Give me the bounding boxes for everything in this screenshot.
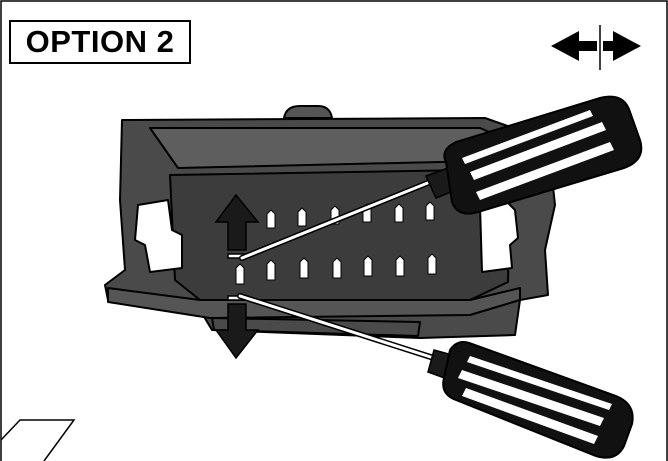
option-label: OPTION 2 <box>9 20 191 64</box>
vertical-double-arrow-icon <box>214 193 260 360</box>
horizontal-double-arrow-icon <box>551 25 641 70</box>
panel-corner <box>0 419 76 461</box>
screwdriver-icon <box>237 293 634 459</box>
screwdriver-icon <box>239 95 643 261</box>
terminal-pins-lower <box>235 253 437 285</box>
